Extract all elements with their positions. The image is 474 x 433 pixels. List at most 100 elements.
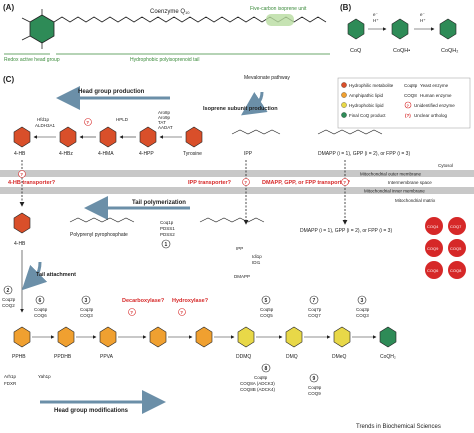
panel-b-label: (B) (340, 3, 351, 12)
dmapp-structure (317, 129, 383, 135)
complex-label-coq9: COQ9 (427, 246, 439, 251)
redox-species (347, 18, 457, 40)
isoprene-unit-label: Five-carbon isoprene unit (250, 6, 307, 12)
enzyme-yah1p: Yah1p (38, 374, 51, 379)
step-2: 2 (7, 288, 10, 294)
complex-label-coq8: COQ8 (450, 268, 462, 273)
species-coqh2: CoQH₂ (441, 48, 458, 54)
step-3: 3 (85, 298, 88, 304)
metabolite-dmapp-gpp-fpp: DMAPP (i = 1), GPP (i = 2), or FPP (i = … (318, 151, 410, 157)
svg-text:?: ? (343, 180, 346, 185)
step-1: 1 (165, 242, 168, 248)
species-coq: CoQ (350, 48, 362, 54)
step-1-badge (161, 239, 171, 249)
ipp-transporter-label: IPP transporter? (188, 180, 232, 186)
step-6: 6 (39, 298, 42, 304)
svg-text:?: ? (20, 172, 23, 177)
metabolite-ipp-matrix: IPP (236, 246, 243, 251)
coq-complex: COQ4 COQ7 COQ9 COQ5 COQ6 COQ8 (425, 217, 466, 279)
modification-intermediates (13, 326, 397, 348)
svg-text:?: ? (130, 310, 133, 315)
step-6-badge (35, 295, 45, 305)
step-3b-badge (357, 295, 367, 305)
enzyme-coq8p: Coq8p (254, 375, 268, 380)
metabolite-ddmq: DDMQ (236, 354, 251, 360)
inner-membrane-label: Mitochondrial inner membrane (364, 189, 425, 194)
step-5: 5 (265, 298, 268, 304)
enzyme-idi1: IDI1 (252, 260, 261, 265)
step-2-badge (3, 285, 13, 295)
svg-text:?: ? (407, 103, 410, 108)
legend-hydrophobic: Hydrophobic lipid (349, 103, 384, 108)
legend-swatch-amphipathic (341, 92, 347, 98)
svg-text:?: ? (180, 310, 183, 315)
enzyme-coq5p: Coq5p (260, 307, 274, 312)
panel-a-label: (A) (3, 3, 14, 12)
isoprene-production-label: Isoprene subunit production (203, 106, 278, 112)
species-coqh-radical: CoQH• (393, 48, 410, 54)
ipp-structure (231, 129, 281, 135)
metabolite-dmapp-matrix: DMAPP (234, 274, 250, 279)
enzyme-coq2p: Coq2p (2, 297, 16, 302)
complex-label-coq7: COQ7 (450, 224, 462, 229)
hb-transporter-label: 4-HB transporter? (8, 180, 56, 186)
metabolite-polyprenyl: Polyprenyl pyrophosphate (70, 232, 128, 238)
enzyme-coq7p: Coq7p (308, 307, 322, 312)
enzyme-coq3p-b: Coq3p (356, 307, 370, 312)
step-7: 7 (313, 298, 316, 304)
journal-footer: Trends in Biochemical Sciences (356, 424, 441, 430)
enzyme-idi1p: Idi1p (252, 254, 262, 259)
enzyme-coq6p: Coq6p (34, 307, 48, 312)
legend-final: Final CoQ product (349, 113, 386, 118)
ppva-ring (99, 326, 117, 348)
complex-coq4 (425, 217, 443, 235)
step-8-badge (261, 363, 271, 373)
enzyme-aro8p: Aro8p (158, 110, 171, 115)
complex-coq6 (425, 261, 443, 279)
metabolite-4hpp: 4-HPP (139, 151, 154, 157)
metabolite-tyrosine: Tyrosine (183, 151, 202, 157)
decarboxylase-label: Decarboxylase? (122, 298, 165, 304)
cytosol-metabolites (13, 126, 203, 148)
enzyme-coq3-b: COQ3 (356, 313, 369, 318)
unidentified-enzyme-icon (84, 118, 92, 126)
metabolite-dmeq: DMeQ (332, 354, 347, 360)
metabolite-4hb: 4-HB (14, 151, 26, 157)
ims-label: Intermembrane space (388, 180, 432, 185)
metabolite-dmapp-gpp-fpp-matrix: DMAPP (i = 1), GPP (i = 2), or FPP (i = … (300, 228, 392, 234)
legend-human-key: COQ8 (404, 93, 417, 98)
head-group-production-label: Head group production (78, 89, 145, 95)
step-8: 8 (265, 366, 268, 372)
enzyme-coq8b: COQ8B (ADCK4) (240, 387, 276, 392)
polyprenyl-chain (199, 217, 265, 223)
polyprenyl-structure (69, 217, 135, 223)
panel-c-label: (C) (3, 75, 14, 84)
enzyme-tat: TAT (158, 120, 166, 125)
legend-unclear: Unclear ortholog (414, 113, 448, 118)
legend-hydrophilic: Hydrophilic metabolite (349, 83, 394, 88)
tail-label: Hydrophobic polyisoprenoid tail (130, 57, 200, 63)
enzyme-aro9p: Aro9p (158, 115, 171, 120)
enzyme-hpld: HPLD (116, 117, 129, 122)
step-3-badge (81, 295, 91, 305)
complex-coq8 (448, 261, 466, 279)
complex-label-coq4: COQ4 (427, 224, 439, 229)
pphb-ring (13, 326, 31, 348)
hb-matrix-structure (13, 212, 31, 234)
enzyme-coq9p: Coq9p (308, 385, 322, 390)
head-group-modifications-label: Head group modifications (54, 408, 129, 414)
reagent-e2: e⁻ (420, 12, 426, 17)
enzyme-arh1p: Arh1p (4, 374, 17, 379)
legend-unidentified-icon (404, 101, 412, 109)
metabolite-dmq: DMQ (286, 354, 298, 360)
complex-label-coq5: COQ5 (450, 246, 462, 251)
legend-swatch-hydrophobic (341, 102, 347, 108)
metabolite-ppva: PPVA (100, 354, 114, 360)
hydroxylase-label: Hydroxylase? (172, 298, 209, 304)
reagent-e1: e⁻ (373, 12, 379, 17)
metabolite-ppdhb: PPDHB (54, 354, 72, 360)
complex-coq7 (448, 217, 466, 235)
enzyme-coq8a: COQ8A (ADCK3) (240, 381, 275, 386)
reagent-h1: H⁺ (373, 18, 379, 23)
